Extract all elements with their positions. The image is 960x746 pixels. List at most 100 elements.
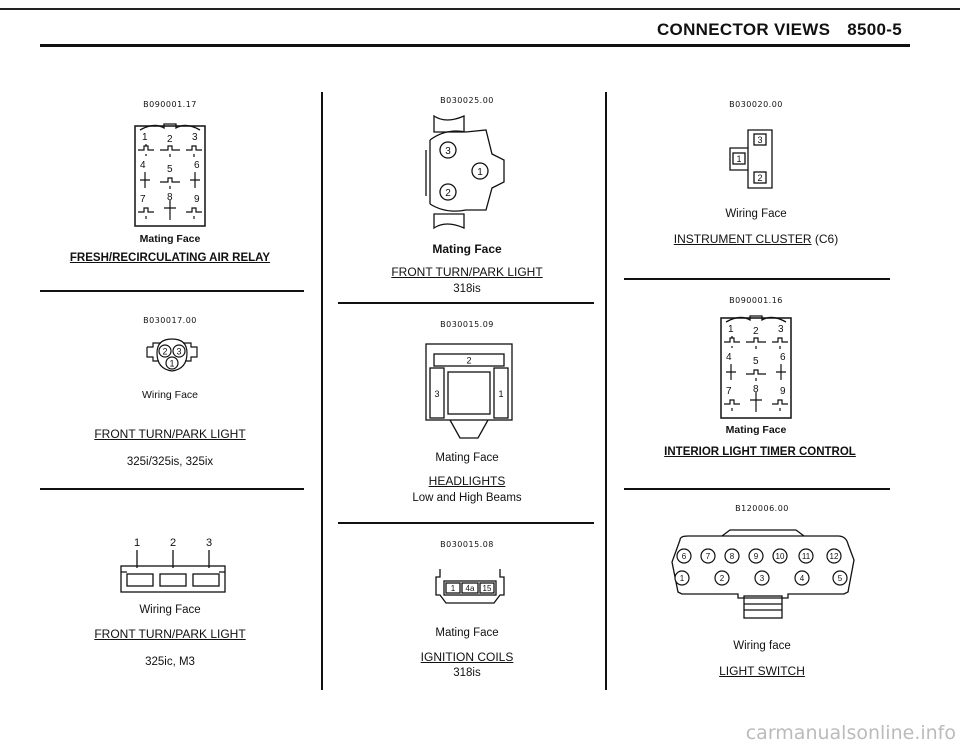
header-rule	[40, 44, 910, 47]
connector-face-label: Wiring face	[733, 640, 791, 652]
connector-title: HEADLIGHTS	[428, 474, 506, 488]
page-number: 8500-5	[847, 20, 902, 39]
switch-pin-10: 10	[776, 552, 785, 561]
connector-code: B090001.16	[729, 296, 783, 305]
turn-light-pin-1: 1	[169, 359, 174, 369]
switch-pin-5: 5	[838, 574, 843, 583]
turn-light-3pin-diagram: 2 3 1	[146, 338, 198, 372]
column-divider-left	[321, 92, 323, 690]
switch-pin-7: 7	[706, 552, 711, 561]
connector-subtitle: 318is	[453, 283, 481, 295]
flat-pin-1: 1	[134, 537, 140, 549]
connector-code: B090001.17	[143, 100, 197, 109]
switch-pin-1: 1	[680, 574, 685, 583]
connector-code: B120006.00	[735, 504, 789, 513]
connector-subtitle: 325i/325is, 325ix	[126, 456, 214, 468]
timer-pin-5: 5	[753, 356, 759, 367]
timer-pin-7: 7	[726, 386, 732, 397]
round-pin-2: 2	[445, 188, 451, 199]
separator-col2-b	[338, 522, 594, 524]
relay-pin-7: 7	[140, 194, 146, 205]
cluster-pin-2: 2	[757, 173, 762, 183]
connector-code: B030025.00	[440, 96, 494, 105]
coil-pin-1: 1	[451, 584, 456, 593]
switch-pin-11: 11	[802, 552, 811, 561]
coil-pin-4a: 4a	[466, 584, 475, 593]
connector-title-row: INSTRUMENT CLUSTER (C6)	[674, 232, 838, 246]
timer-relay-diagram: 1 2 3 4 5 6 7 8 9	[720, 315, 792, 419]
headlight-connector-diagram: 2 3 1	[425, 343, 513, 439]
turn-light-flat-diagram: 1 2 3	[120, 537, 226, 593]
switch-pin-4: 4	[800, 574, 805, 583]
connector-code: B030015.09	[440, 320, 494, 329]
connector-face-label: Mating Face	[435, 627, 499, 639]
headlight-pin-3: 3	[434, 389, 439, 399]
connector-face-label: Mating Face	[432, 242, 502, 256]
connector-title: IGNITION COILS	[420, 650, 514, 664]
connector-subtitle: 318is	[453, 667, 481, 679]
connector-face-label: Wiring Face	[141, 389, 199, 401]
separator-col1-a	[40, 290, 304, 292]
turn-light-pin-3: 3	[176, 347, 181, 357]
switch-pin-8: 8	[730, 552, 735, 561]
switch-pin-6: 6	[682, 552, 687, 561]
relay-pin-9: 9	[194, 194, 200, 205]
relay-pin-2: 2	[167, 134, 173, 145]
flat-pin-3: 3	[206, 537, 212, 549]
connector-face-label: Mating Face	[139, 233, 201, 245]
timer-pin-3: 3	[778, 324, 784, 335]
separator-col3-a	[624, 278, 890, 280]
connector-title: LIGHT SWITCH	[719, 664, 805, 678]
connector-title: INTERIOR LIGHT TIMER CONTROL	[664, 446, 856, 458]
timer-pin-6: 6	[780, 352, 786, 363]
connector-code: B030017.00	[143, 316, 197, 325]
cluster-pin-3: 3	[757, 135, 762, 145]
watermark: carmanualsonline.info	[745, 722, 956, 744]
timer-pin-1: 1	[728, 324, 734, 335]
relay-pin-1: 1	[142, 132, 148, 143]
round-pin-1: 1	[477, 167, 483, 178]
relay-pin-4: 4	[140, 160, 146, 171]
cluster-pin-1: 1	[736, 154, 741, 164]
connector-code: B030015.08	[440, 540, 494, 549]
turn-light-318is-diagram: 3 1 2	[425, 114, 505, 230]
connector-title: FRONT TURN/PARK LIGHT	[94, 627, 246, 641]
connector-title: FRONT TURN/PARK LIGHT	[391, 265, 543, 279]
ignition-coil-diagram: 1 4a 15	[435, 569, 505, 604]
connector-face-label: Mating Face	[725, 424, 787, 436]
relay-pin-5: 5	[167, 164, 173, 175]
separator-col2-a	[338, 302, 594, 304]
connector-subtitle: 325ic, M3	[145, 656, 195, 668]
column-divider-right	[605, 92, 607, 690]
timer-pin-9: 9	[780, 386, 786, 397]
timer-pin-8: 8	[753, 384, 759, 395]
separator-col1-b	[40, 488, 304, 490]
connector-title: FRESH/RECIRCULATING AIR RELAY	[69, 252, 271, 264]
connector-title: INSTRUMENT CLUSTER	[673, 232, 812, 246]
instrument-cluster-diagram: 3 1 2	[729, 129, 773, 189]
switch-pin-12: 12	[830, 552, 839, 561]
page-header: CONNECTOR VIEWS 8500-5	[645, 20, 902, 40]
headlight-pin-2: 2	[466, 356, 471, 366]
round-pin-3: 3	[445, 146, 451, 157]
timer-pin-2: 2	[753, 326, 759, 337]
timer-pin-4: 4	[726, 352, 732, 363]
switch-pin-3: 3	[760, 574, 765, 583]
switch-pin-9: 9	[754, 552, 759, 561]
connector-code: B030020.00	[729, 100, 783, 109]
relay-pin-8: 8	[167, 192, 173, 203]
separator-col3-b	[624, 488, 890, 490]
connector-face-label: Mating Face	[435, 452, 499, 464]
connector-title-suffix: (C6)	[814, 232, 839, 246]
switch-pin-2: 2	[720, 574, 725, 583]
connector-subtitle: Low and High Beams	[412, 492, 522, 504]
connector-title: FRONT TURN/PARK LIGHT	[94, 427, 246, 441]
relay-pin-3: 3	[192, 132, 198, 143]
relay-connector-diagram: 1 2 3 4 5 6 7 8 9	[134, 123, 206, 227]
light-switch-diagram: 6 7 8 9 10 11 12 1 2 3 4 5	[671, 529, 855, 619]
top-rule	[0, 8, 960, 10]
connector-face-label: Wiring Face	[725, 208, 787, 220]
relay-pin-6: 6	[194, 160, 200, 171]
connector-face-label: Wiring Face	[139, 604, 201, 616]
turn-light-pin-2: 2	[162, 347, 167, 357]
